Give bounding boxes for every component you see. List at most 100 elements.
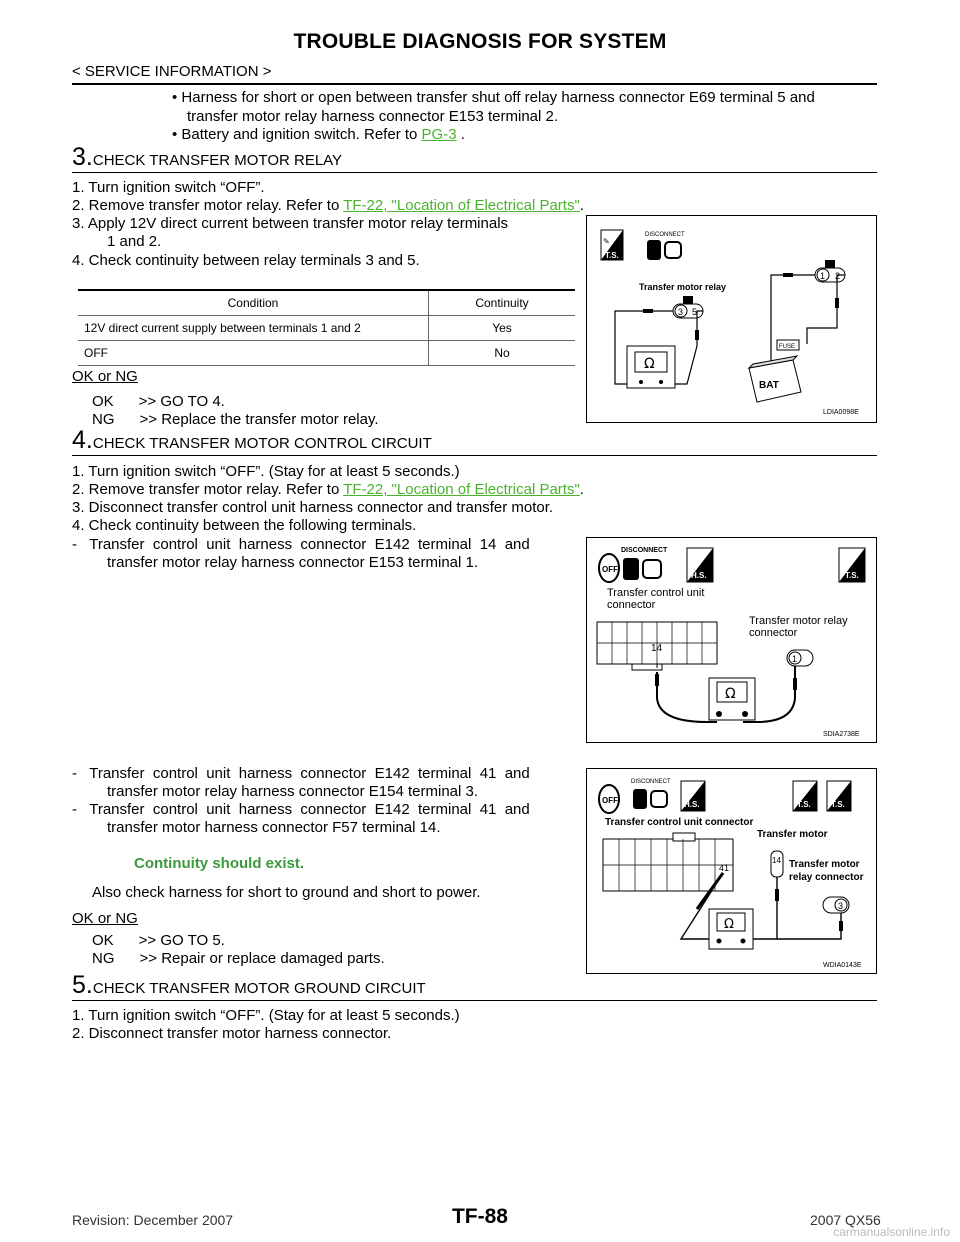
page-title: TROUBLE DIAGNOSIS FOR SYSTEM — [293, 30, 667, 53]
relay-connector: 3 — [822, 896, 850, 914]
step3-item-2: 2. Remove transfer motor relay. Refer to… — [72, 197, 584, 214]
control-circuit-figure-2: OFF DISCONNECT H.S. T.S. T.S. Transfer c… — [586, 768, 877, 974]
step4-item-1: 1. Turn ignition switch “OFF”. (Stay for… — [72, 463, 460, 480]
relay-label-2: relay connector — [789, 872, 864, 883]
step4-rule — [72, 455, 877, 456]
step4-item-5-cont: transfer motor relay harness connector E… — [107, 554, 479, 571]
continuity-table: Condition Continuity 12V direct current … — [78, 289, 575, 366]
relay-label: Transfer motor — [789, 859, 860, 870]
ohmmeter: Ω — [708, 908, 754, 950]
relay-connector-35: 3 5 — [672, 296, 704, 319]
relay-label: Transfer motor relay — [639, 282, 726, 292]
relay-test-figure: ✎ T.S. DISCONNECT Transfer motor relay 3… — [586, 215, 877, 423]
intro-bullet-1-cont: transfer motor relay harness connector E… — [187, 108, 559, 125]
svg-text:BAT: BAT — [759, 380, 779, 391]
watermark: carmanualsonline.info — [833, 1225, 950, 1239]
step5-heading: 5.CHECK TRANSFER MOTOR GROUND CIRCUIT — [72, 971, 426, 999]
step3-ok: OK >> GO TO 4. — [92, 393, 225, 410]
table-header-row: Condition Continuity — [78, 289, 575, 316]
svg-text:Ω: Ω — [644, 356, 655, 372]
step4-item-2: 2. Remove transfer motor relay. Refer to… — [72, 481, 584, 498]
svg-text:14: 14 — [651, 643, 663, 654]
relay-label-2: connector — [749, 627, 798, 639]
step4-ng: NG >> Repair or replace damaged parts. — [92, 950, 385, 967]
step4-item-5: - Transfer control unit harness connecto… — [72, 536, 530, 553]
table-cell: OFF — [78, 340, 429, 366]
ohmmeter: Ω — [626, 345, 676, 389]
tcu-connector: 41 — [602, 832, 734, 892]
svg-text:1: 1 — [792, 654, 797, 664]
link-tf22-b[interactable]: TF-22, "Location of Electrical Parts" — [343, 481, 580, 498]
svg-text:DISCONNECT: DISCONNECT — [621, 547, 668, 554]
table-row: 12V direct current supply between termin… — [78, 315, 575, 341]
svg-text:41: 41 — [719, 863, 729, 873]
tcu-label: Transfer control unit connector — [605, 817, 753, 828]
svg-text:H.S.: H.S. — [691, 571, 707, 580]
disconnect-icon: DISCONNECT — [645, 232, 685, 260]
step3-heading: 3.CHECK TRANSFER MOTOR RELAY — [72, 143, 343, 171]
step5-rule — [72, 1000, 877, 1001]
tcu-label: Transfer control unit — [607, 587, 704, 599]
off-icon: OFF — [598, 553, 620, 583]
step3-item-4: 4. Check continuity between relay termin… — [72, 252, 420, 269]
step4-item-6: - Transfer control unit harness connecto… — [72, 765, 530, 782]
hs-icon: H.S. — [680, 780, 706, 812]
table-cell: 12V direct current supply between termin… — [78, 315, 429, 341]
step4-item-7: - Transfer control unit harness connecto… — [72, 801, 530, 818]
also-check-text: Also check harness for short to ground a… — [92, 884, 481, 901]
ts-icon: T.S. — [838, 547, 866, 583]
revision-text: Revision: December 2007 — [72, 1212, 234, 1228]
disconnect-icon: DISCONNECT — [631, 779, 671, 809]
model-text: 2007 QX56 — [810, 1212, 881, 1228]
tcu-label-2: connector — [607, 599, 656, 611]
step3-rule — [72, 172, 877, 173]
step3-item-3-cont: 1 and 2. — [107, 233, 162, 250]
disconnect-icon: DISCONNECT — [621, 547, 668, 580]
ts-icon: T.S. — [792, 780, 818, 812]
figure-code: LDIA0098E — [823, 409, 859, 416]
relay-connector: 1 — [786, 649, 814, 667]
tcu-connector: 14 — [596, 621, 718, 671]
step4-item-3: 3. Disconnect transfer control unit harn… — [72, 499, 554, 516]
page-number: TF-88 — [451, 1205, 508, 1228]
off-icon: OFF — [598, 784, 620, 814]
svg-text:1: 1 — [820, 271, 825, 281]
figure-code: WDIA0143E — [823, 962, 862, 969]
step3-okng: OK or NG — [72, 368, 138, 385]
ts-icon: T.S. — [826, 780, 852, 812]
battery: FUSE BAT — [747, 339, 802, 403]
table-cell: No — [428, 340, 575, 366]
ts-icon: ✎ T.S. — [600, 229, 624, 261]
intro-bullet-2: • Battery and ignition switch. Refer to … — [172, 126, 465, 143]
svg-text:3: 3 — [838, 901, 843, 911]
relay-label: Transfer motor relay — [749, 615, 848, 627]
svg-text:14: 14 — [772, 856, 781, 865]
table-row: OFF No — [78, 340, 575, 366]
table-header: Continuity — [428, 289, 575, 316]
control-circuit-figure: OFF DISCONNECT H.S. T.S. Transfer contro… — [586, 537, 877, 743]
intro-bullet-1: • Harness for short or open between tran… — [172, 89, 815, 106]
svg-text:DISCONNECT: DISCONNECT — [645, 232, 685, 238]
section-tag: < SERVICE INFORMATION > — [72, 63, 272, 80]
hs-icon: H.S. — [686, 547, 714, 583]
link-tf22-a[interactable]: TF-22, "Location of Electrical Parts" — [343, 197, 580, 214]
svg-text:5: 5 — [692, 307, 697, 317]
svg-text:Ω: Ω — [725, 686, 736, 702]
motor-connector: 14 — [770, 850, 784, 878]
table-cell: Yes — [428, 315, 575, 341]
step3-item-1: 1. Turn ignition switch “OFF”. — [72, 179, 265, 196]
step4-okng: OK or NG — [72, 910, 138, 927]
motor-label: Transfer motor — [757, 829, 828, 840]
header-rule — [72, 83, 877, 85]
ohmmeter: Ω — [708, 677, 756, 721]
step4-item-4: 4. Check continuity between the followin… — [72, 517, 417, 534]
link-pg3[interactable]: PG-3 — [421, 126, 457, 143]
svg-text:DISCONNECT: DISCONNECT — [631, 779, 671, 785]
svg-text:T.S.: T.S. — [831, 800, 845, 809]
svg-text:Ω: Ω — [724, 917, 734, 932]
step3-ng: NG >> Replace the transfer motor relay. — [92, 411, 379, 428]
relay-connector-12: 1 2 — [814, 260, 846, 283]
svg-text:OFF: OFF — [602, 565, 618, 574]
figure-code: SDIA2738E — [823, 731, 860, 738]
step4-item-7-cont: transfer motor harness connector F57 ter… — [107, 819, 441, 836]
